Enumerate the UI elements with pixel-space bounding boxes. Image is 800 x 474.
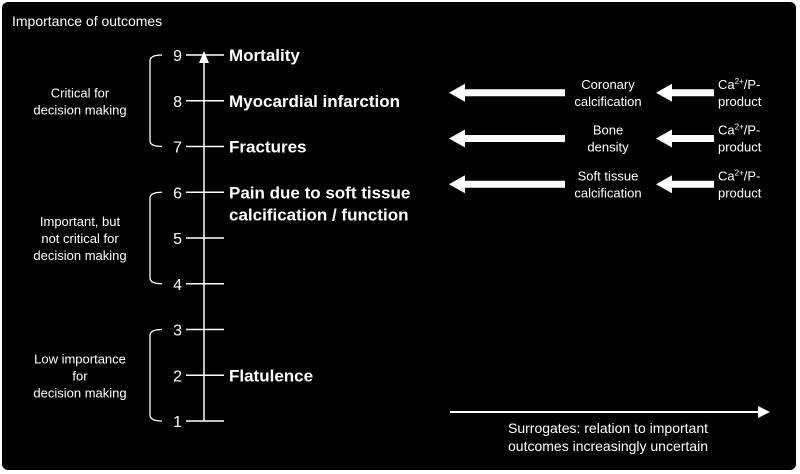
marker-arrow-head	[656, 129, 672, 148]
tick-label: 5	[173, 231, 182, 248]
footer-label: outcomes increasingly uncertain	[508, 438, 708, 454]
group-bracket	[149, 191, 163, 285]
marker-ca: Ca	[718, 123, 735, 138]
group-label: decision making	[33, 385, 126, 400]
outcome-label: Flatulence	[229, 366, 313, 385]
importance-axis: 9 8 7 6 5 4 3 2 1	[173, 48, 224, 431]
outcome-arrow-head	[449, 129, 465, 148]
marker-superscript: 2+	[735, 77, 744, 86]
marker-ca: Ca	[718, 77, 735, 92]
group-bracket	[149, 328, 163, 422]
marker-arrow-shaft	[671, 135, 714, 142]
marker-ca: Ca	[718, 168, 735, 183]
marker-label: Ca2+/P-	[718, 123, 760, 138]
group-label: Important, but	[40, 214, 121, 229]
tick-label: 2	[173, 368, 182, 385]
tick-label: 8	[173, 94, 182, 111]
outcome-arrow-shaft	[464, 89, 565, 97]
outcome-arrow-head	[449, 83, 465, 102]
marker-p: /P-	[744, 77, 761, 92]
outcome-label: Myocardial infarction	[229, 92, 400, 111]
surrogate-label: Coronary	[581, 77, 635, 92]
surrogate-row: Coronary calcification Ca2+/P-product	[449, 77, 762, 109]
tick-label: 7	[173, 140, 182, 157]
axis-arrowhead	[199, 51, 209, 63]
marker-superscript: 2+	[735, 123, 744, 132]
diagram-title: Importance of outcomes	[12, 13, 162, 29]
outcome-label: calcification / function	[229, 205, 408, 224]
marker-label: Ca2+/P-	[718, 168, 760, 183]
group-bracket	[149, 54, 163, 148]
marker-arrow-shaft	[671, 89, 714, 97]
marker-product: product	[718, 94, 762, 109]
surrogate-chains: CoronarycalcificationCa2+/P-productBoned…	[449, 77, 762, 200]
marker-product: product	[718, 185, 762, 200]
outcome-arrow-shaft	[464, 180, 565, 188]
marker-arrow-shaft	[671, 180, 714, 188]
outcome-arrow-shaft	[464, 135, 565, 142]
surrogates-footer: Surrogates: relation to important outcome…	[450, 406, 770, 454]
outcome-label: Pain due to soft tissue	[229, 183, 410, 202]
surrogate-label: calcification	[574, 185, 641, 200]
surrogate-label: Soft tissue	[578, 168, 639, 183]
tick-label: 3	[173, 323, 182, 340]
tick-label: 9	[173, 48, 182, 65]
surrogate-row: Bone density Ca2+/P-product	[449, 123, 762, 155]
surrogate-label: calcification	[574, 94, 641, 109]
group-label: for	[72, 368, 88, 383]
outcome-label: Fractures	[229, 138, 306, 157]
group-label: decision making	[33, 102, 126, 117]
marker-arrow-head	[656, 175, 672, 194]
tick-label: 4	[173, 277, 182, 294]
tick-label: 6	[173, 185, 182, 202]
marker-label: Ca2+/P-	[718, 77, 760, 92]
tick-label: 1	[173, 414, 182, 431]
outcome-label: Mortality	[229, 46, 300, 65]
outcome-arrow-head	[449, 175, 465, 194]
marker-p: /P-	[744, 123, 761, 138]
group-label: decision making	[33, 248, 126, 263]
surrogate-label: Bone	[593, 123, 623, 138]
footer-label: Surrogates: relation to important	[508, 420, 708, 436]
group-label: Low importance	[34, 351, 126, 366]
surrogate-label: density	[587, 140, 629, 155]
marker-p: /P-	[744, 168, 761, 183]
marker-superscript: 2+	[735, 168, 744, 177]
uncertainty-arrow-head	[758, 406, 770, 418]
group-label: Critical for	[51, 85, 110, 100]
surrogate-row: Soft tissue calcification Ca2+/P-product	[449, 168, 762, 200]
marker-arrow-head	[656, 83, 672, 102]
diagram-panel: Importance of outcomes Critical for decis…	[2, 2, 796, 470]
marker-product: product	[718, 140, 762, 155]
group-label: not critical for	[41, 231, 119, 246]
importance-of-outcomes-diagram: Importance of outcomes Critical for decis…	[12, 13, 770, 454]
